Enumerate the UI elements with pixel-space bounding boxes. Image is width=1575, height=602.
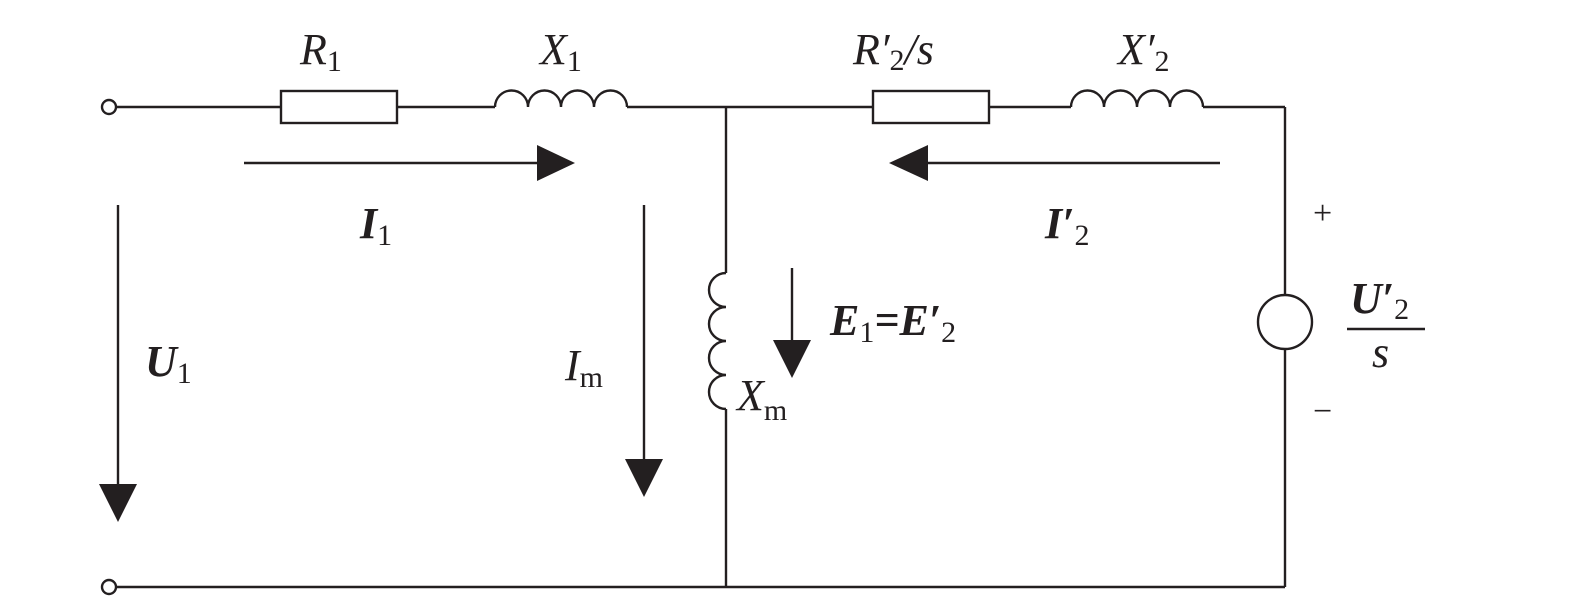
arrow-u1-head [99, 484, 137, 522]
label-u2-numerator: U′2 [1350, 274, 1409, 326]
arrow-i2-head [889, 145, 928, 181]
resistor-r1 [279, 89, 399, 125]
inductor-x1 [493, 89, 629, 108]
input-terminal-bottom [100, 578, 118, 596]
label-x1: X1 [538, 25, 582, 78]
label-i2: I′2 [1044, 199, 1090, 252]
arrow-im-head [625, 459, 663, 497]
label-xm: Xm [735, 371, 787, 427]
label-plus: + [1313, 195, 1332, 232]
label-emf: E1=E′2 [829, 296, 956, 349]
inductor-xm [707, 271, 727, 411]
arrow-i1-head [537, 145, 575, 181]
voltage-source [1256, 293, 1314, 351]
label-r1: R1 [299, 25, 342, 78]
arrow-e-head [773, 340, 811, 378]
label-i1: I1 [359, 199, 392, 252]
label-u1: U1 [145, 337, 192, 390]
label-u2-denominator: s [1372, 328, 1389, 377]
input-terminal-top [100, 98, 118, 116]
label-r2s: R′2/s [852, 25, 934, 77]
inductor-x2 [1069, 89, 1205, 108]
resistor-r2s [871, 89, 991, 125]
label-im: Im [564, 341, 603, 394]
label-x2: X′2 [1116, 25, 1170, 78]
label-minus: − [1313, 393, 1332, 430]
